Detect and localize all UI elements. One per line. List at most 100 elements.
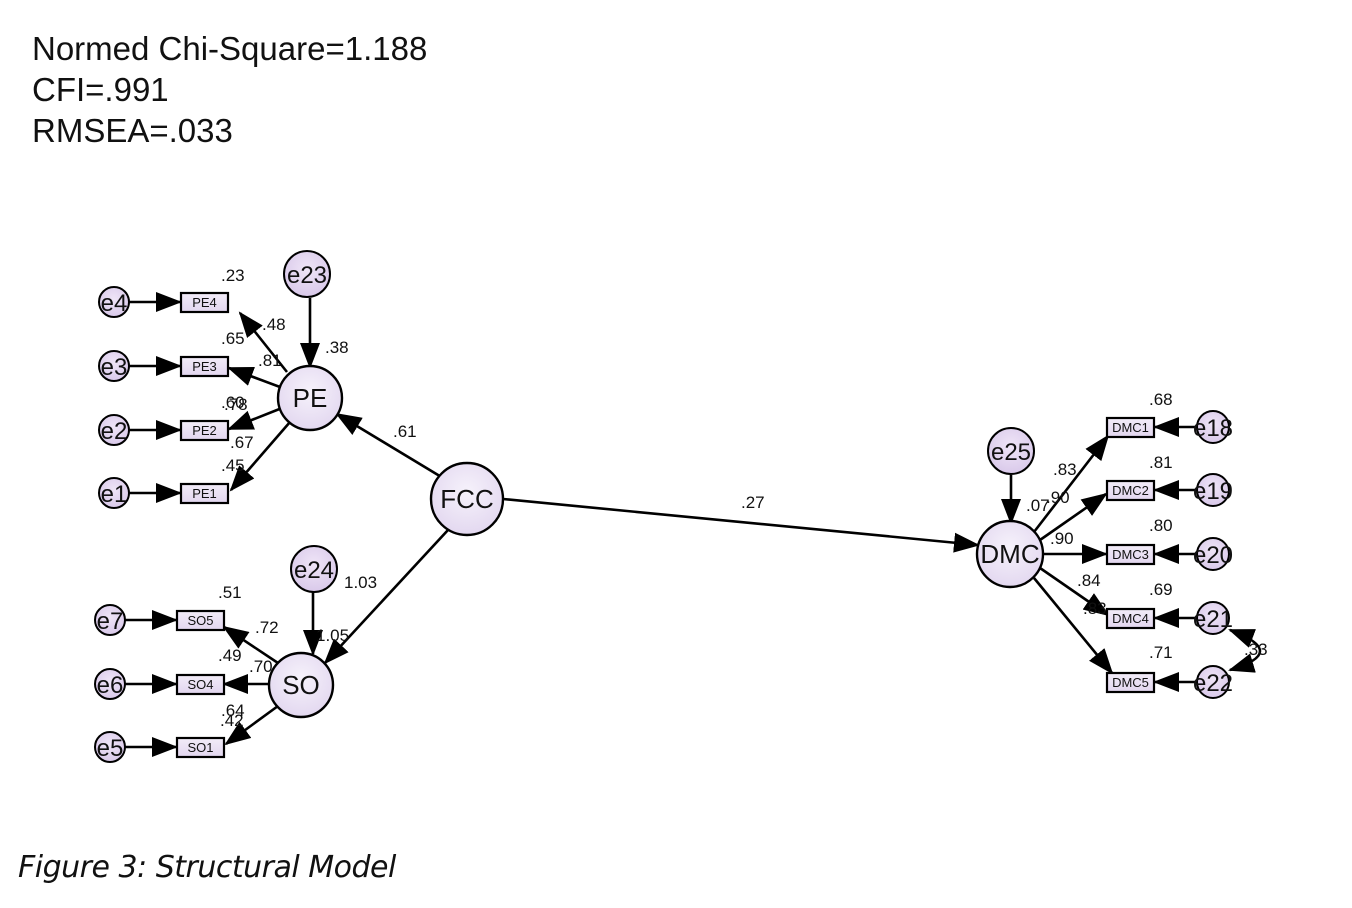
error-e20: e20	[1193, 537, 1233, 571]
path-fcc-pe	[335, 412, 444, 480]
coef-so4-r2: .49	[218, 646, 242, 665]
coef-dmc2-r2: .81	[1149, 453, 1173, 472]
coef-dmc5-r2: .71	[1149, 643, 1173, 662]
coef-dmc4-loading: .84	[1077, 571, 1101, 590]
coef-pe3-loading: .81	[258, 351, 282, 370]
coef-pe1-loading: .67	[230, 433, 254, 452]
svg-text:e25: e25	[991, 439, 1031, 466]
svg-text:SO: SO	[282, 670, 320, 700]
latent-so: SO	[267, 651, 335, 719]
svg-text:e20: e20	[1193, 542, 1233, 569]
svg-text:PE4: PE4	[192, 295, 217, 310]
indicator-pe3: PE3	[179, 355, 230, 378]
svg-text:e19: e19	[1193, 478, 1233, 505]
coef-dmc5-loading: .83	[1083, 599, 1107, 618]
svg-text:e24: e24	[294, 557, 334, 584]
path-fcc-so	[323, 529, 449, 665]
coef-dmc1-r2: .68	[1149, 390, 1173, 409]
svg-text:e3: e3	[101, 354, 128, 381]
path-pe-pe1	[229, 421, 291, 492]
error-terms-layer: e4 e3 e2 e1 e7 e6 e5 e18	[94, 250, 1233, 763]
svg-text:e21: e21	[1193, 606, 1233, 633]
error-e4: e4	[98, 286, 130, 318]
svg-text:PE3: PE3	[192, 359, 217, 374]
svg-text:DMC3: DMC3	[1112, 547, 1149, 562]
svg-text:SO4: SO4	[187, 677, 213, 692]
coef-so1-loading: .64	[221, 701, 245, 720]
indicator-dmc3: DMC3	[1105, 543, 1156, 566]
path-dmc-dmc1	[1032, 434, 1110, 533]
svg-text:SO5: SO5	[187, 613, 213, 628]
error-e19: e19	[1193, 473, 1233, 507]
svg-text:DMC2: DMC2	[1112, 483, 1149, 498]
error-e7: e7	[94, 604, 126, 636]
latent-pe: PE	[276, 364, 344, 432]
coef-so5-r2: .51	[218, 583, 242, 602]
coef-fcc-dmc: .27	[741, 493, 765, 512]
path-pe-pe4	[238, 311, 289, 373]
svg-text:e1: e1	[101, 481, 128, 508]
coef-so5-loading: .72	[255, 618, 279, 637]
coef-pe3-r2: .65	[221, 329, 245, 348]
coef-e21-e22-cov: .33	[1244, 640, 1268, 659]
svg-text:e7: e7	[97, 608, 124, 635]
figure-caption: Figure 3: Structural Model	[18, 850, 396, 885]
coefficients-layer: .23 .48 .65 .81 .60 .78 .67 .45 .38 .61 …	[218, 266, 1268, 730]
error-e2: e2	[98, 414, 130, 446]
indicator-pe2: PE2	[179, 419, 230, 442]
indicator-dmc2: DMC2	[1105, 479, 1156, 502]
latent-fcc: FCC	[429, 461, 505, 537]
error-e6: e6	[94, 668, 126, 700]
indicator-pe4: PE4	[179, 291, 230, 314]
svg-text:e6: e6	[97, 672, 124, 699]
svg-text:e22: e22	[1193, 670, 1233, 697]
coef-fcc-pe: .61	[393, 422, 417, 441]
path-dmc-dmc5	[1032, 577, 1114, 675]
coef-pe2-loading: .78	[224, 395, 248, 414]
coef-dmc1-loading: .83	[1053, 460, 1077, 479]
path-dmc-dmc2	[1039, 492, 1108, 542]
svg-text:PE: PE	[293, 383, 328, 413]
error-e3: e3	[98, 350, 130, 382]
indicator-so1: SO1	[175, 736, 226, 759]
path-so-so1	[224, 704, 279, 746]
svg-text:PE1: PE1	[192, 486, 217, 501]
path-pe-pe2	[227, 406, 283, 431]
coef-r2-pe: .38	[325, 338, 349, 357]
indicator-so5: SO5	[175, 609, 226, 632]
error-e18: e18	[1193, 410, 1233, 444]
error-e22: e22	[1193, 665, 1233, 699]
path-pe-pe3	[227, 366, 281, 389]
path-fcc-dmc	[502, 497, 980, 553]
svg-text:PE2: PE2	[192, 423, 217, 438]
indicator-dmc1: DMC1	[1105, 416, 1156, 439]
indicators-layer: PE4 PE3 PE2 PE1 SO5 SO4 SO1 DMC1	[175, 291, 1156, 759]
svg-text:DMC1: DMC1	[1112, 420, 1149, 435]
indicator-dmc4: DMC4	[1105, 607, 1156, 630]
coef-pe4-loading: .48	[262, 315, 286, 334]
indicator-dmc5: DMC5	[1105, 671, 1156, 694]
coef-r2-so: 1.03	[344, 573, 377, 592]
error-e25: e25	[987, 427, 1035, 475]
path-dmc-dmc4	[1039, 566, 1110, 617]
svg-text:e4: e4	[101, 290, 128, 317]
coef-dmc3-r2: .80	[1149, 516, 1173, 535]
error-e1: e1	[98, 477, 130, 509]
coef-dmc3-loading: .90	[1050, 529, 1074, 548]
error-e24: e24	[290, 545, 338, 593]
coef-dmc2-loading: .90	[1046, 488, 1070, 507]
fit-chi-square: Normed Chi-Square=1.188	[32, 30, 428, 67]
coef-pe1-r2: .45	[221, 456, 245, 475]
svg-text:e18: e18	[1193, 415, 1233, 442]
coef-dmc4-r2: .69	[1149, 580, 1173, 599]
coef-fcc-so: 1.05	[316, 626, 349, 645]
path-e21-e22-covariance	[1228, 628, 1262, 673]
error-e23: e23	[283, 250, 331, 298]
fit-indices: Normed Chi-Square=1.188 CFI=.991 RMSEA=.…	[32, 28, 427, 151]
svg-text:e2: e2	[101, 418, 128, 445]
coef-pe4-r2: .23	[221, 266, 245, 285]
fit-rmsea: RMSEA=.033	[32, 112, 233, 149]
svg-text:SO1: SO1	[187, 740, 213, 755]
error-e5: e5	[94, 731, 126, 763]
